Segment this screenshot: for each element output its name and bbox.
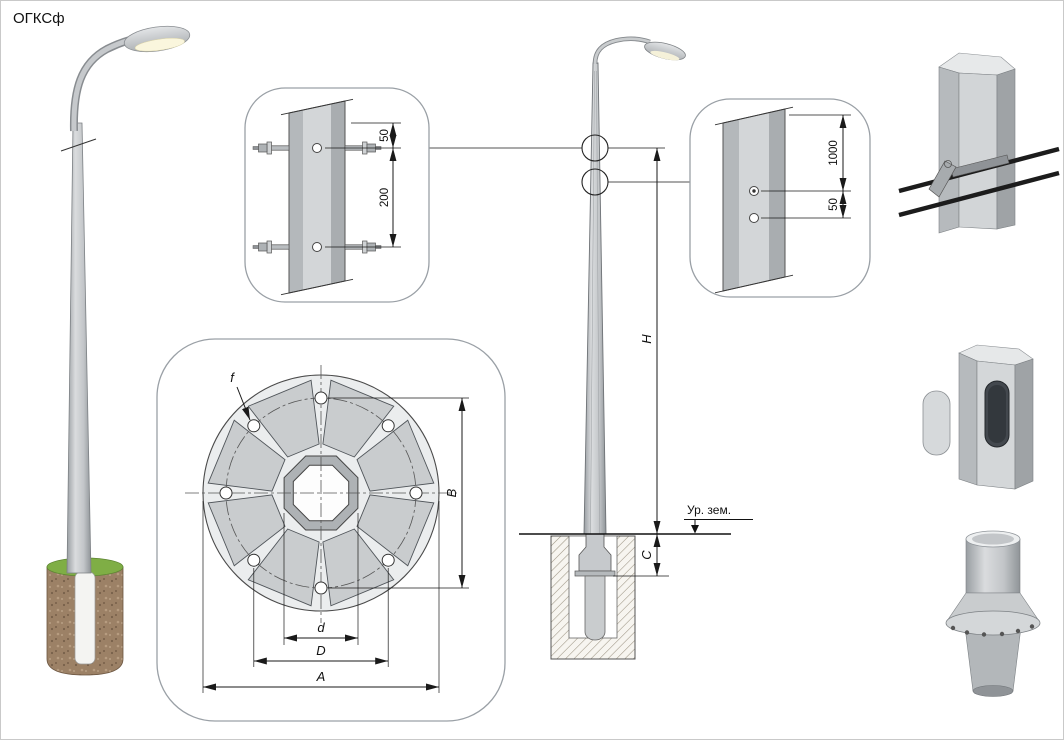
ogksf-pole-3d — [46, 25, 191, 676]
clamp-detail-view: 50 200 — [244, 87, 430, 303]
dim-label-200: 200 — [379, 188, 391, 207]
cable-lower — [898, 170, 1060, 218]
dim-label-50-top: 50 — [379, 129, 391, 142]
luminaire-elevation — [644, 41, 686, 61]
dim-label-d: d — [317, 620, 325, 635]
clamp-band — [950, 154, 1010, 178]
dim-label-f: f — [230, 370, 235, 385]
dim-label-D: D — [316, 643, 325, 658]
pole-shaft-elevation — [583, 62, 607, 535]
sheet-title: ОГКСф — [13, 10, 65, 27]
dim-label-A: A — [316, 669, 326, 684]
luminaire-3d — [123, 25, 191, 53]
pole-elevation-view: H Ур. зем. C — [519, 36, 753, 660]
shoe-flange-ring — [945, 610, 1041, 636]
base-flange — [574, 570, 616, 577]
hatch-opening-inner — [988, 385, 1006, 443]
suspension-clamp-photo — [898, 52, 1060, 234]
dim-label-B: B — [444, 488, 459, 497]
foundation-sleeve — [74, 571, 96, 665]
ground-label: Ур. зем. — [687, 503, 731, 517]
cable-entry-detail-view: 1000 50 — [689, 98, 871, 298]
wedge-fitting — [928, 160, 957, 198]
arm-elevation — [593, 37, 651, 65]
detail-circle-lower — [581, 168, 609, 196]
base-tube — [584, 575, 606, 641]
hatch-cover — [922, 390, 951, 456]
arm-outline — [69, 33, 144, 132]
dim-label-50-entry: 50 — [828, 198, 840, 211]
dim-label-C: C — [639, 550, 654, 560]
dim-label-1000: 1000 — [828, 140, 840, 166]
flange-shoe-photo — [945, 530, 1041, 697]
break-mark — [60, 138, 97, 152]
access-hatch-photo — [922, 344, 1034, 490]
ground-arrow-icon — [691, 525, 699, 534]
dim-label-H: H — [639, 334, 654, 344]
bolt-holes — [219, 391, 423, 595]
pole-shaft-3d — [66, 122, 92, 574]
flange-plan-view: f B d D A — [156, 338, 506, 722]
